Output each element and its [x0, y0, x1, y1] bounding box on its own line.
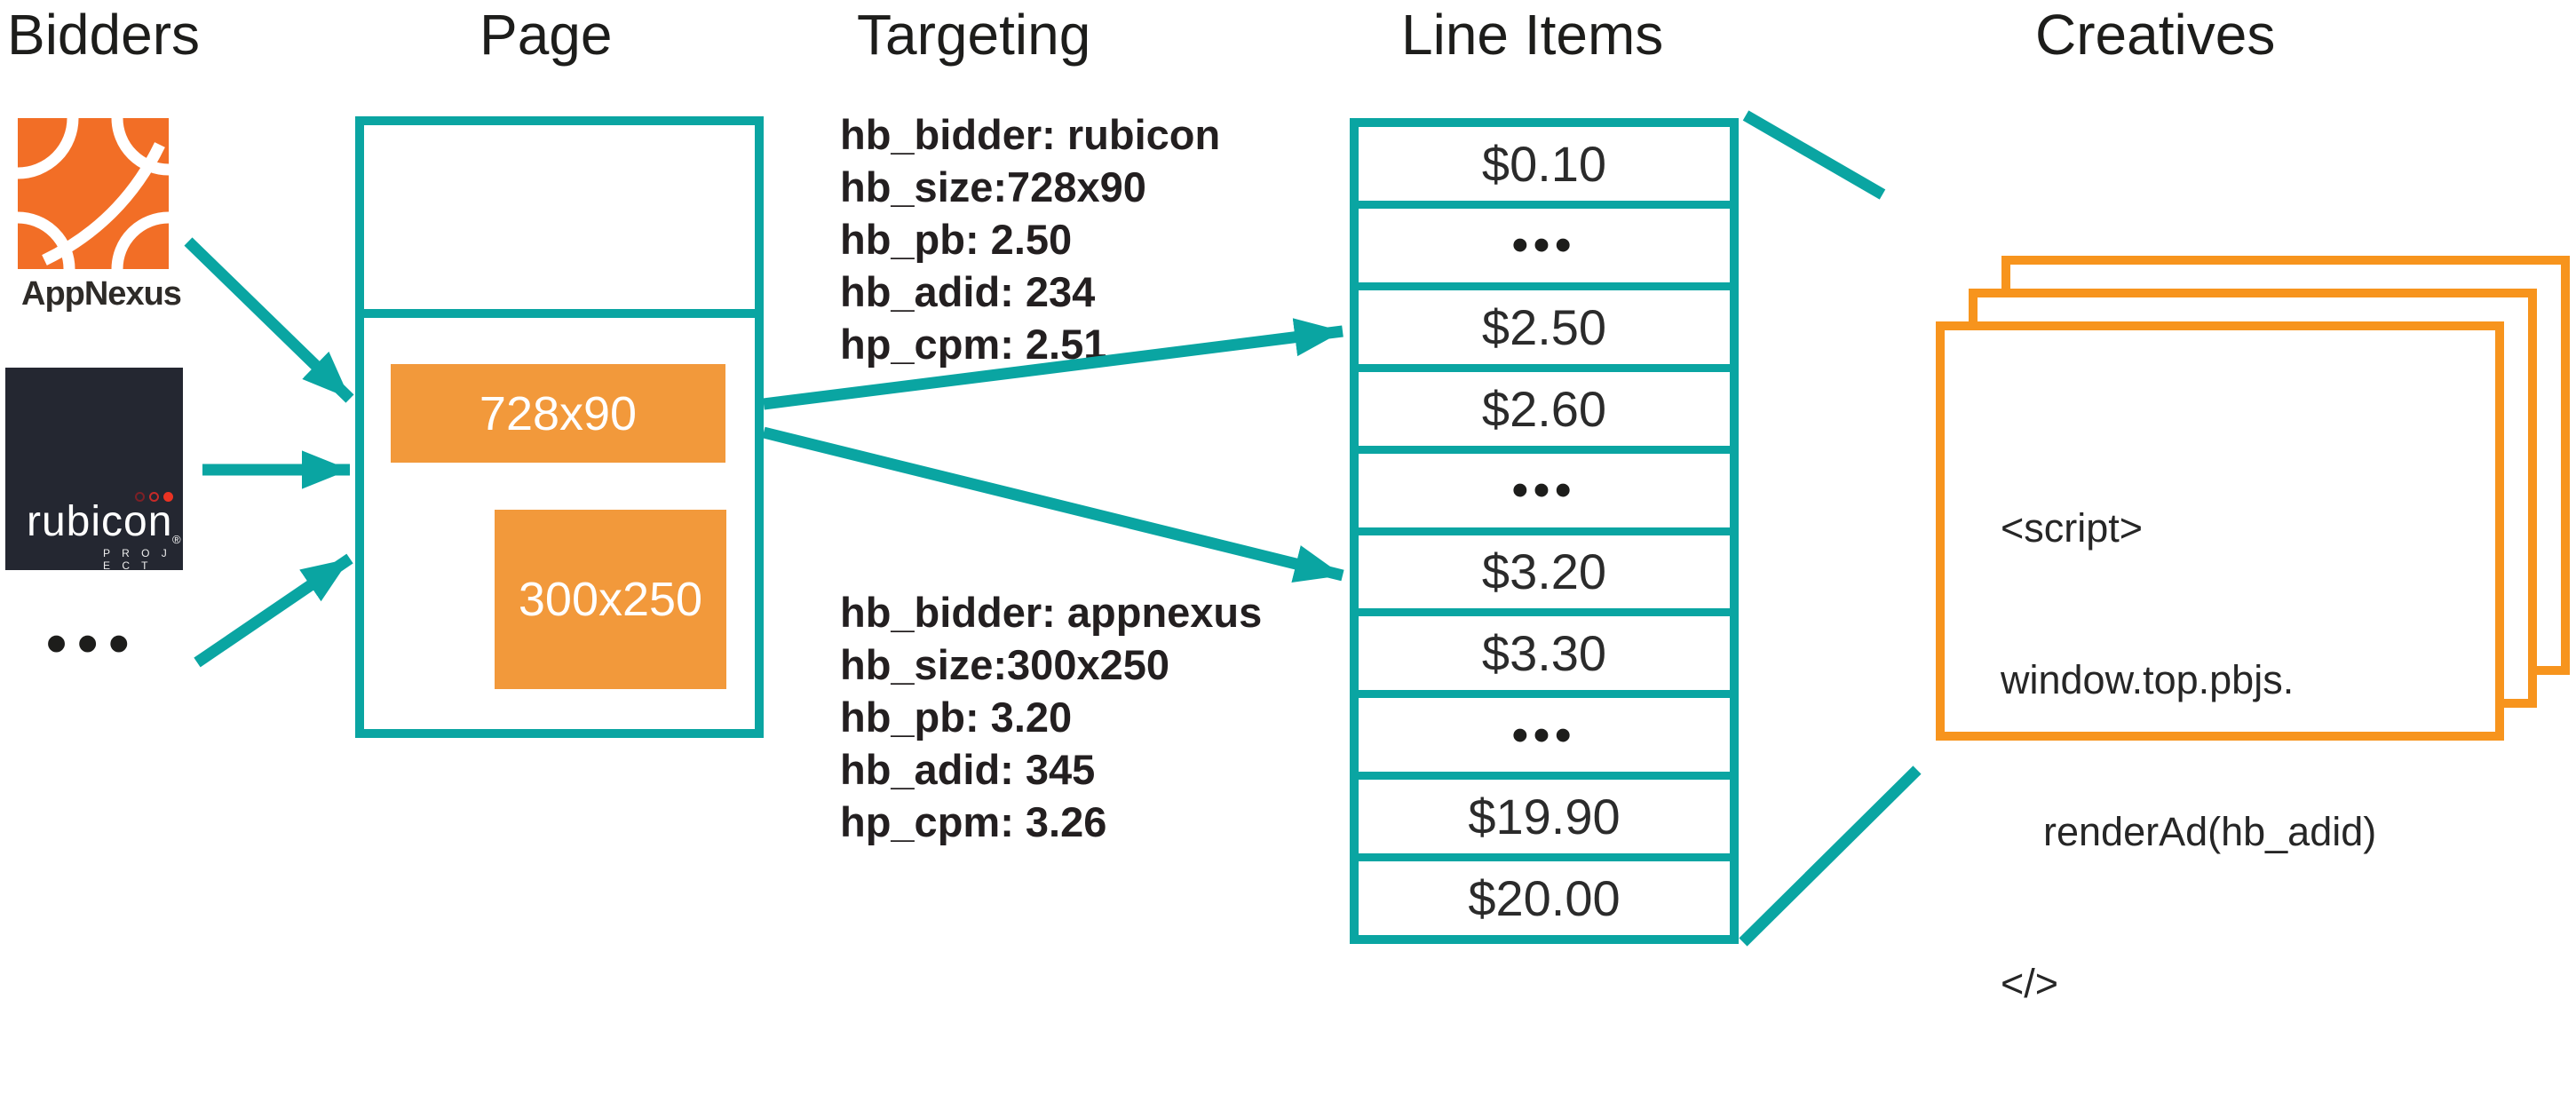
line-item-row: $20.00	[1359, 861, 1730, 936]
header-bidding-diagram: Bidders Page Targeting Line Items Creati…	[5, 3, 2570, 1006]
targeting-line: hp_cpm: 3.26	[840, 798, 1107, 845]
column-title-bidders: Bidders	[7, 3, 200, 67]
appnexus-label: AppNexus	[21, 275, 182, 313]
creative-code-snippet: <script> window.top.pbjs. renderAd(hb_ad…	[2001, 401, 2376, 1110]
ad-slot-300x250: 300x250	[495, 510, 726, 689]
targeting-line: hb_size:300x250	[840, 641, 1170, 688]
appnexus-logo-icon	[18, 118, 169, 269]
ad-slot-label: 728x90	[479, 386, 638, 440]
targeting-line: hb_pb: 2.50	[840, 216, 1073, 263]
registered-mark: ®	[172, 533, 181, 546]
rubicon-dot-icon	[163, 492, 173, 502]
targeting-line: hb_adid: 234	[840, 268, 1096, 315]
arrow-page-to-line-item-320	[762, 426, 1344, 583]
targeting-line: hb_size:728x90	[840, 163, 1146, 210]
rubicon-dot-icon	[149, 492, 159, 502]
targeting-line: hb_adid: 345	[840, 746, 1096, 793]
targeting-block-appnexus: hb_bidder: appnexus hb_size:300x250 hb_p…	[840, 586, 1262, 848]
more-bidders-ellipsis: •••	[46, 610, 140, 676]
rubicon-wordmark: rubicon	[27, 498, 173, 545]
line-item-row: $2.60	[1359, 371, 1730, 446]
code-line: window.top.pbjs.	[2001, 657, 2295, 702]
rubicon-project-label: P R O J E C T	[103, 547, 171, 572]
arrow-more-to-page	[194, 553, 353, 668]
line-items-table: $0.10 ••• $2.50 $2.60 ••• $3.20 $3.30 ••…	[1350, 118, 1739, 944]
line-item-row: $19.90	[1359, 780, 1730, 854]
targeting-line: hp_cpm: 2.51	[840, 321, 1107, 368]
line-item-row-ellipsis: •••	[1359, 698, 1730, 773]
column-title-line-items: Line Items	[1401, 3, 1664, 67]
line-item-row-ellipsis: •••	[1359, 208, 1730, 282]
connector-line-items-to-creatives-bottom	[1739, 765, 1922, 947]
rubicon-dot-icon	[135, 492, 145, 502]
line-item-row: $3.30	[1359, 616, 1730, 691]
page-box: 728x90 300x250	[355, 116, 764, 738]
ad-slot-label: 300x250	[518, 573, 703, 626]
targeting-line: hb_pb: 3.20	[840, 694, 1073, 741]
connector-line-items-to-creatives-top	[1742, 110, 1886, 200]
line-item-row: $3.20	[1359, 535, 1730, 609]
ad-slot-728x90: 728x90	[391, 364, 725, 463]
page-divider	[364, 309, 755, 318]
targeting-block-rubicon: hb_bidder: rubicon hb_size:728x90 hb_pb:…	[840, 108, 1220, 370]
targeting-line: hb_bidder: rubicon	[840, 111, 1221, 158]
line-item-row: $0.10	[1359, 127, 1730, 201]
line-item-row-ellipsis: •••	[1359, 453, 1730, 527]
targeting-line: hb_bidder: appnexus	[840, 589, 1263, 636]
rubicon-logo: rubicon ® P R O J E C T	[5, 368, 183, 572]
creative-card-front	[1936, 321, 2504, 741]
arrow-appnexus-to-page	[184, 237, 354, 403]
code-line: </>	[2001, 961, 2059, 1006]
code-line: renderAd(hb_adid)	[2043, 809, 2377, 854]
code-line: <script>	[2001, 505, 2144, 551]
column-title-targeting: Targeting	[857, 3, 1091, 67]
column-title-page: Page	[480, 3, 613, 67]
line-item-row: $2.50	[1359, 289, 1730, 364]
column-title-creatives: Creatives	[2035, 3, 2276, 67]
rubicon-dots-icon	[135, 492, 173, 502]
